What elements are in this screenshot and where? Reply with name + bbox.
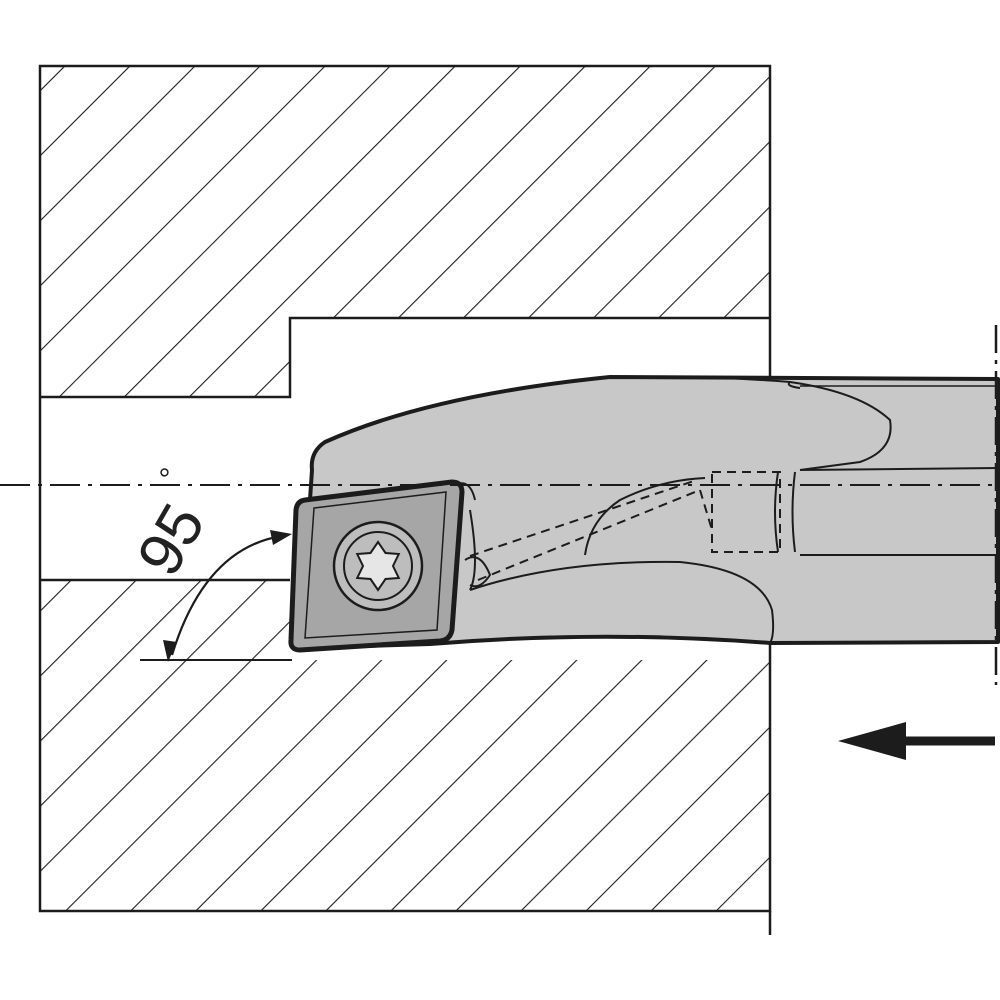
bore-upper-edge xyxy=(40,316,770,399)
arrowhead-lower xyxy=(163,640,177,662)
angle-arc xyxy=(170,534,283,656)
boring-bar xyxy=(298,375,1000,650)
arrow-left-icon xyxy=(838,722,995,760)
bar-body xyxy=(298,375,1000,650)
torx-screw-icon xyxy=(332,520,424,612)
shank-step-upper xyxy=(799,467,999,471)
coolant-hole xyxy=(469,471,781,581)
insert xyxy=(288,479,465,653)
bar-top-relief xyxy=(609,375,892,471)
bar-lower-relief xyxy=(469,560,775,644)
arrowhead-upper xyxy=(270,530,292,545)
